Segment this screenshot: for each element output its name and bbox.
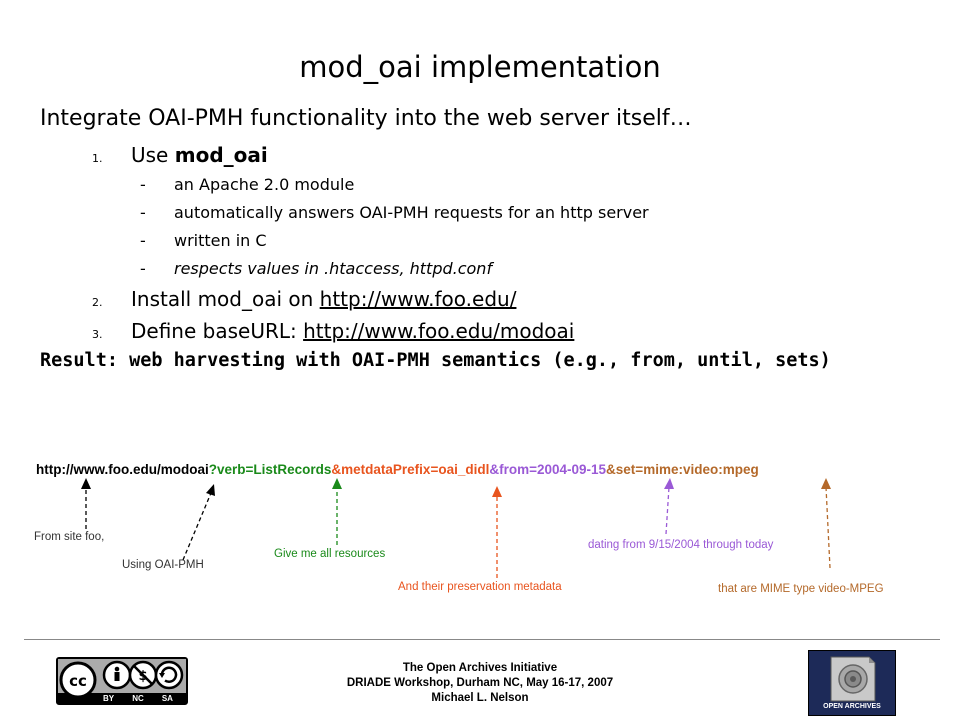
subitem-2: automatically answers OAI-PMH requests f… bbox=[174, 203, 649, 222]
item-3-prefix: Define baseURL: bbox=[131, 319, 304, 343]
cc-label-sa: SA bbox=[161, 694, 173, 703]
arrowhead-site bbox=[81, 478, 91, 489]
creative-commons-by-nc-sa-icon: cc $ BY NC SA bbox=[56, 657, 188, 705]
cc-badge-graphic: cc $ bbox=[58, 659, 186, 703]
url-set: &set=mime:video:mpeg bbox=[606, 462, 759, 477]
subitem-dash-1: - bbox=[140, 175, 146, 194]
item-2-prefix: Install mod_oai on bbox=[131, 287, 320, 311]
arrowhead-protocol bbox=[206, 484, 215, 496]
item-number-3: 3. bbox=[92, 328, 103, 341]
annotation-mime: that are MIME type video-MPEG bbox=[718, 583, 884, 595]
subitem-dash-2: - bbox=[140, 203, 146, 222]
example-url: http://www.foo.edu/modoai?verb=ListRecor… bbox=[36, 462, 759, 477]
arrow-mime bbox=[825, 486, 831, 569]
item-3: Define baseURL: http://www.foo.edu/modoa… bbox=[131, 319, 574, 343]
arrowhead-metadata bbox=[492, 486, 502, 497]
url-metadata-prefix: &metdataPrefix=oai_didl bbox=[331, 462, 490, 477]
arrowhead-mime bbox=[821, 478, 831, 489]
url-base: http://www.foo.edu/modoai bbox=[36, 462, 209, 477]
annotation-metadata: And their preservation metadata bbox=[398, 581, 562, 593]
slide-title: mod_oai implementation bbox=[299, 50, 661, 84]
foo-edu-link[interactable]: http://www.foo.edu/ bbox=[319, 287, 517, 311]
footer-line-3: Michael L. Nelson bbox=[431, 692, 529, 704]
annotation-protocol: Using OAI-PMH bbox=[122, 559, 204, 571]
cc-label-by: BY bbox=[103, 694, 115, 703]
arrow-protocol bbox=[182, 492, 212, 561]
svg-text:cc: cc bbox=[69, 672, 87, 690]
item-number-2: 2. bbox=[92, 296, 103, 309]
cc-label-nc: NC bbox=[132, 694, 144, 703]
annotation-site: From site foo, bbox=[34, 531, 105, 543]
annotation-all: Give me all resources bbox=[274, 548, 386, 560]
url-from: &from=2004-09-15 bbox=[489, 462, 607, 477]
arrowhead-dating bbox=[664, 478, 674, 489]
arrowhead-all bbox=[332, 478, 342, 489]
item-2: Install mod_oai on http://www.foo.edu/ bbox=[131, 287, 516, 311]
footer-divider bbox=[24, 639, 940, 640]
footer-line-1: The Open Archives Initiative bbox=[402, 662, 558, 674]
annotation-dating: dating from 9/15/2004 through today bbox=[588, 539, 774, 551]
oa-logo-text: OPEN ARCHIVES bbox=[823, 703, 881, 710]
item-1-prefix: Use bbox=[131, 143, 175, 167]
url-verb: ?verb=ListRecords bbox=[208, 462, 332, 477]
result-text: Result: web harvesting with OAI-PMH sema… bbox=[40, 350, 831, 371]
item-1-bold: mod_oai bbox=[174, 143, 268, 167]
item-1: Use mod_oai bbox=[131, 143, 268, 167]
subitem-1: an Apache 2.0 module bbox=[174, 175, 355, 194]
subitem-3: written in C bbox=[174, 231, 267, 250]
subitem-dash-3: - bbox=[140, 231, 146, 250]
intro-text: Integrate OAI-PMH functionality into the… bbox=[40, 106, 692, 131]
open-archives-logo-icon: OPEN ARCHIVES bbox=[808, 650, 896, 716]
subitem-4: respects values in .htaccess, httpd.conf bbox=[174, 259, 493, 278]
arrow-dating bbox=[665, 486, 670, 535]
item-number-1: 1. bbox=[92, 152, 103, 165]
footer-line-2: DRIADE Workshop, Durham NC, May 16-17, 2… bbox=[346, 677, 614, 689]
subitem-dash-4: - bbox=[140, 259, 146, 278]
modoai-link[interactable]: http://www.foo.edu/modoai bbox=[303, 319, 575, 343]
oa-logo-graphic bbox=[809, 651, 895, 715]
cc-label-row: BY NC SA bbox=[94, 694, 182, 703]
